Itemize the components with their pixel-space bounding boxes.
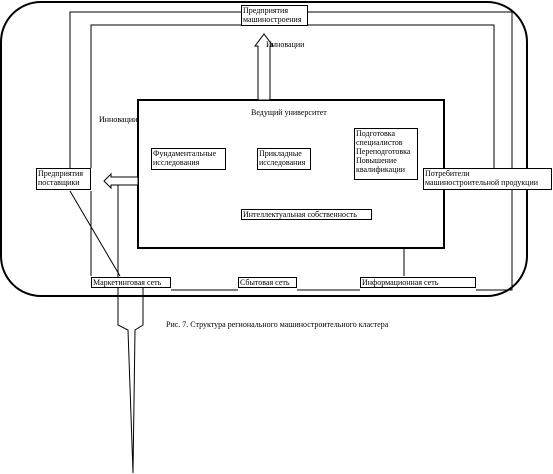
- node-training: Подготовка специалистов Переподготовка П…: [354, 128, 418, 180]
- university-title: Ведущий университет: [251, 108, 327, 117]
- node-intellectual-property: Интеллектуальная собственность: [241, 209, 372, 220]
- cluster-boundary: [0, 1, 528, 297]
- node-applied-research: Прикладные исследования: [257, 148, 311, 170]
- node-consumers: Потребители машиностроительной продукции: [423, 168, 552, 190]
- node-info-network: Информационная сеть: [360, 277, 476, 288]
- figure-caption: Рис. 7. Структура регионального машиност…: [166, 320, 389, 329]
- node-suppliers: Предприятия поставщики: [36, 168, 91, 190]
- innovation-arrow-left: [103, 172, 139, 190]
- node-top-enterprises: Предприятия машиностроения: [241, 5, 308, 26]
- node-sales-network: Сбытовая сеть: [238, 277, 297, 288]
- node-fundamental-research: Фундаментальные исследования: [151, 148, 226, 170]
- marketing-callout-pointer: [117, 185, 144, 474]
- innovations-left-label: Инновации: [99, 115, 138, 124]
- connector-lines: [69, 11, 513, 291]
- innovations-top-label: Инновации: [266, 40, 305, 49]
- supplier-marketing-line: [69, 190, 121, 277]
- node-marketing-network: Маркетинговая сеть: [91, 277, 171, 288]
- innovation-arrow-up: [254, 33, 274, 101]
